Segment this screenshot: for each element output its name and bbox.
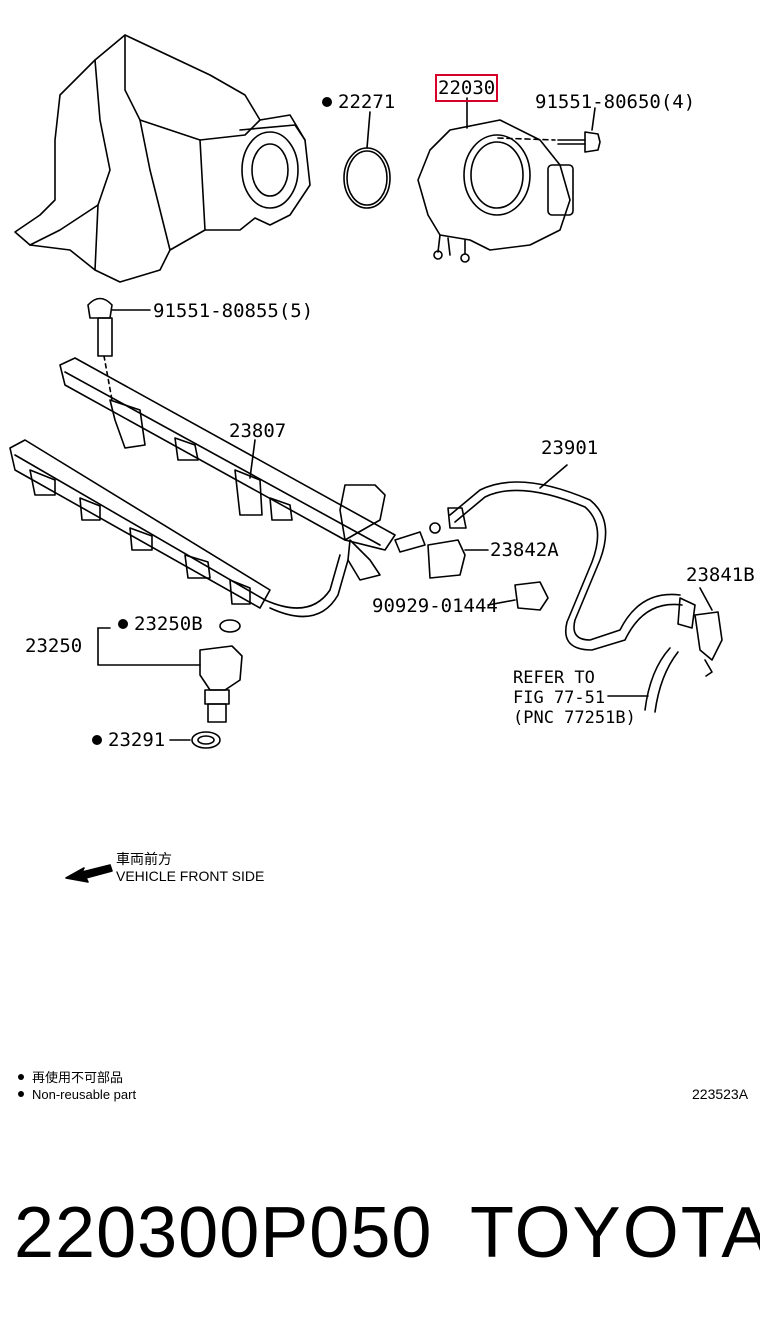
fuel-hose-23901 [264, 464, 683, 713]
callout-23842A: 23842A [490, 539, 559, 561]
legend-jp-row: 再使用不可部品 [18, 1069, 136, 1086]
callout-91551-80650: 91551-80650(4) [535, 91, 696, 113]
callout-23807: 23807 [229, 420, 287, 442]
direction-label: 車両前方 VEHICLE FRONT SIDE [116, 851, 264, 885]
front-arrow-icon [65, 864, 113, 883]
non-reusable-mark [322, 97, 332, 107]
bolt-91551-80855 [87, 297, 151, 401]
fuel-rail-upper [59, 357, 396, 581]
clip-90929-01444 [487, 581, 549, 611]
intake-manifold-drawing [14, 34, 311, 283]
legend-jp: 再使用不可部品 [32, 1070, 124, 1085]
o-ring-23291 [169, 731, 221, 749]
refer-line-2: FIG 77-51 [513, 688, 606, 708]
callout-22030[interactable]: 22030 [434, 74, 499, 102]
connector-23842A [394, 522, 489, 579]
callout-23291: 23291 [92, 729, 165, 751]
direction-label-en: VEHICLE FRONT SIDE [116, 868, 265, 884]
legend-dot [18, 1074, 24, 1080]
brand-name: TOYOTA [470, 1193, 760, 1273]
clip-23841B [677, 587, 723, 677]
callout-23250B: 23250B [118, 613, 203, 635]
callout-90929-01444: 90929-01444 [372, 595, 498, 617]
refer-line-3: (PNC 77251B) [513, 708, 636, 728]
callout-22271: 22271 [322, 91, 395, 113]
non-reusable-mark [92, 735, 102, 745]
legend-en-row: Non-reusable part [18, 1086, 136, 1103]
part-number: 220300P050 [14, 1193, 433, 1273]
injector-23250 [97, 619, 243, 723]
callout-23901: 23901 [541, 437, 599, 459]
callout-23250: 23250 [25, 635, 83, 657]
bolt-91551-80650 [557, 107, 601, 153]
direction-label-jp: 車両前方 [116, 851, 172, 867]
refer-note: REFER TO FIG 77-51 (PNC 77251B) [513, 668, 636, 728]
callout-91551-80855: 91551-80855(5) [153, 300, 314, 322]
throttle-body-22030 [417, 97, 574, 263]
refer-line-1: REFER TO [513, 668, 595, 688]
callout-23841B: 23841B [686, 564, 755, 586]
fuel-rail-lower [9, 439, 271, 609]
legend-en: Non-reusable part [32, 1087, 137, 1102]
figure-id: 223523A [692, 1086, 749, 1102]
legend: 再使用不可部品 Non-reusable part [18, 1069, 136, 1103]
legend-dot [18, 1091, 24, 1097]
non-reusable-mark [118, 619, 128, 629]
gasket-22271 [343, 111, 391, 209]
